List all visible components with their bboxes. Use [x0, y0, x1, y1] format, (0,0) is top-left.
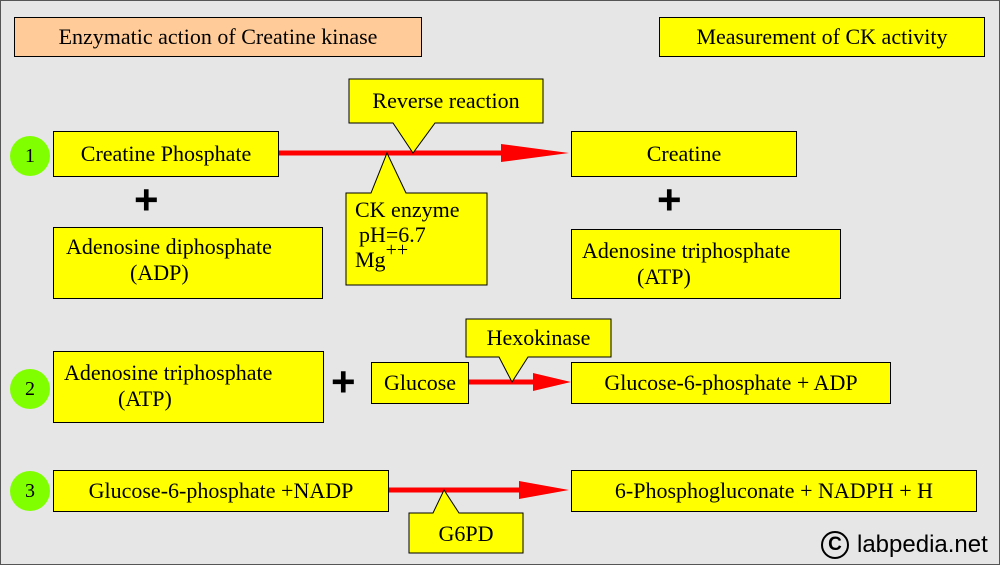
ph-text: pH=6.7: [359, 222, 426, 247]
hexokinase-label: Hexokinase: [466, 320, 611, 356]
step-2-badge: 2: [10, 369, 50, 409]
atp2-line2: (ATP): [118, 386, 172, 411]
step-3-number: 3: [25, 479, 35, 502]
mg-text: Mg++: [355, 239, 485, 274]
hexokinase-callout: [465, 318, 612, 383]
reaction2-plus: +: [331, 361, 356, 403]
watermark: C labpedia.net: [821, 531, 988, 559]
right-title-text: Measurement of CK activity: [696, 24, 948, 49]
ck-enzyme-label: CK enzyme pH=6.7 Mg++: [355, 197, 485, 274]
reverse-reaction-text: Reverse reaction: [372, 88, 520, 113]
mg-symbol: Mg: [355, 247, 386, 272]
mg-charge: ++: [385, 239, 409, 261]
g6pd-label: G6PD: [409, 515, 523, 553]
reaction1-plus-right: +: [657, 179, 682, 221]
copyright-symbol: C: [828, 534, 842, 555]
g6pd-text: G6PD: [438, 521, 494, 546]
reverse-reaction-label: Reverse reaction: [349, 81, 543, 121]
atp2-line1: Adenosine triphosphate: [64, 360, 273, 385]
watermark-text: labpedia.net: [857, 531, 988, 558]
plus-left-text: +: [134, 176, 159, 223]
phosphogluconate-box: 6-Phosphogluconate + NADPH + H: [571, 470, 977, 512]
g6p-nadp-box: Glucose-6-phosphate +NADP: [53, 470, 389, 512]
atp1-line2: (ATP): [637, 264, 691, 289]
hexokinase-text: Hexokinase: [486, 325, 591, 350]
ck-enzyme-text: CK enzyme: [355, 197, 460, 222]
reaction2-plus-text: +: [331, 358, 356, 405]
glucose-text: Glucose: [383, 370, 457, 395]
atp-box-1: Adenosine triphosphate (ATP): [571, 229, 841, 299]
phosphogluconate-text: 6-Phosphogluconate + NADPH + H: [614, 478, 934, 503]
atp1-line1: Adenosine triphosphate: [582, 238, 791, 263]
g6p-adp-text: Glucose-6-phosphate + ADP: [604, 370, 858, 395]
reaction1-arrow-head: [501, 144, 569, 162]
adp-box: Adenosine diphosphate (ADP): [53, 227, 323, 299]
atp-box-2: Adenosine triphosphate (ATP): [53, 351, 324, 423]
creatine-phosphate-text: Creatine Phosphate: [80, 141, 252, 166]
creatine-box: Creatine: [571, 131, 797, 177]
g6p-nadp-text: Glucose-6-phosphate +NADP: [88, 478, 354, 503]
creatine-phosphate-box: Creatine Phosphate: [53, 131, 279, 177]
step-1-badge: 1: [10, 136, 50, 176]
glucose-box: Glucose: [371, 362, 469, 404]
adp-line1: Adenosine diphosphate: [66, 234, 272, 259]
step-2-number: 2: [25, 377, 35, 400]
adp-line2: (ADP): [130, 260, 189, 285]
copyright-icon: C: [821, 531, 849, 559]
reverse-reaction-callout: [348, 78, 544, 154]
step-3-badge: 3: [10, 471, 50, 511]
g6pd-callout: [408, 488, 524, 554]
creatine-text: Creatine: [646, 141, 722, 166]
step-1-number: 1: [25, 144, 35, 167]
g6p-adp-box: Glucose-6-phosphate + ADP: [571, 362, 891, 404]
reaction1-plus-left: +: [134, 179, 159, 221]
plus-right-text: +: [657, 176, 682, 223]
ck-enzyme-callout: [345, 151, 488, 286]
reaction2-arrow-head: [533, 373, 571, 391]
reaction3-arrow-head: [519, 481, 569, 499]
right-title: Measurement of CK activity: [659, 17, 985, 57]
left-title-text: Enzymatic action of Creatine kinase: [58, 24, 378, 49]
left-title: Enzymatic action of Creatine kinase: [14, 17, 422, 57]
